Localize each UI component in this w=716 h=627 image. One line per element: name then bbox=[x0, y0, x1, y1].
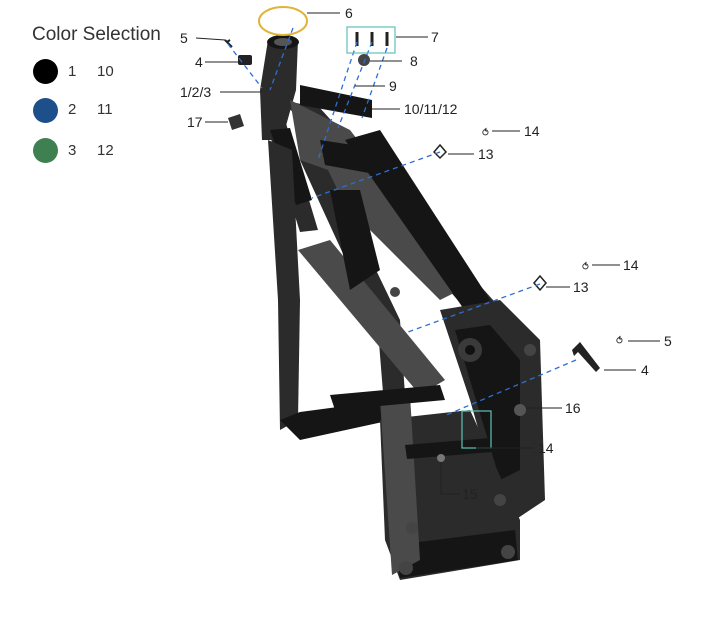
legend-number: 1 bbox=[68, 63, 77, 80]
screw-parts[interactable] bbox=[355, 32, 389, 46]
callout-1-2-3: 1/2/3 bbox=[180, 84, 211, 100]
color-swatch-green[interactable] bbox=[33, 138, 58, 163]
nut-part[interactable] bbox=[358, 54, 370, 66]
callout-9: 9 bbox=[389, 78, 397, 94]
callout-16: 16 bbox=[565, 400, 581, 416]
o-ring-part[interactable] bbox=[258, 6, 308, 36]
callout-labels: 6 5 7 4 8 1/2/3 9 10/11/12 17 14 13 14 1… bbox=[180, 5, 672, 502]
legend-number: 2 bbox=[68, 101, 77, 118]
callout-4: 4 bbox=[195, 54, 203, 70]
assembly-guide-lines bbox=[227, 27, 577, 417]
callout-10-11-12: 10/11/12 bbox=[404, 101, 458, 117]
callout-7: 7 bbox=[431, 29, 439, 45]
callout-14: 14 bbox=[524, 123, 540, 139]
legend-number: 3 bbox=[68, 142, 77, 159]
callout-4: 4 bbox=[641, 362, 649, 378]
color-swatch-blue[interactable] bbox=[33, 98, 58, 123]
callout-14: 14 bbox=[538, 440, 554, 456]
callout-17: 17 bbox=[187, 114, 203, 130]
bolt-part[interactable] bbox=[437, 454, 445, 462]
grommet-glyph: ⥀ bbox=[582, 261, 589, 273]
grommet-part[interactable] bbox=[533, 274, 547, 292]
fitting-part[interactable] bbox=[228, 114, 244, 130]
callout-5: 5 bbox=[180, 30, 188, 46]
grommet-part[interactable] bbox=[432, 143, 448, 160]
hook-part[interactable] bbox=[572, 342, 600, 372]
callout-6: 6 bbox=[345, 5, 353, 21]
legend-alt-number: 10 bbox=[97, 63, 114, 80]
callout-5: 5 bbox=[664, 333, 672, 349]
callout-8: 8 bbox=[410, 53, 418, 69]
legend-alt-number: 12 bbox=[97, 142, 114, 159]
clip-part[interactable] bbox=[224, 39, 233, 48]
legend-alt-number: 11 bbox=[97, 101, 113, 118]
callout-14: 14 bbox=[623, 257, 639, 273]
legend-title: Color Selection bbox=[32, 24, 161, 45]
leader-lines bbox=[195, 12, 660, 495]
motorcycle-frame bbox=[260, 35, 545, 580]
callout-15: 15 bbox=[462, 486, 478, 502]
grommet-glyph: ⥀ bbox=[482, 127, 489, 139]
bolt-part[interactable] bbox=[514, 404, 526, 416]
color-swatch-black[interactable] bbox=[33, 59, 58, 84]
clip-glyph: ⥀ bbox=[616, 335, 623, 347]
callout-13: 13 bbox=[478, 146, 494, 162]
screw-group-box bbox=[346, 26, 396, 54]
callout-13: 13 bbox=[573, 279, 589, 295]
